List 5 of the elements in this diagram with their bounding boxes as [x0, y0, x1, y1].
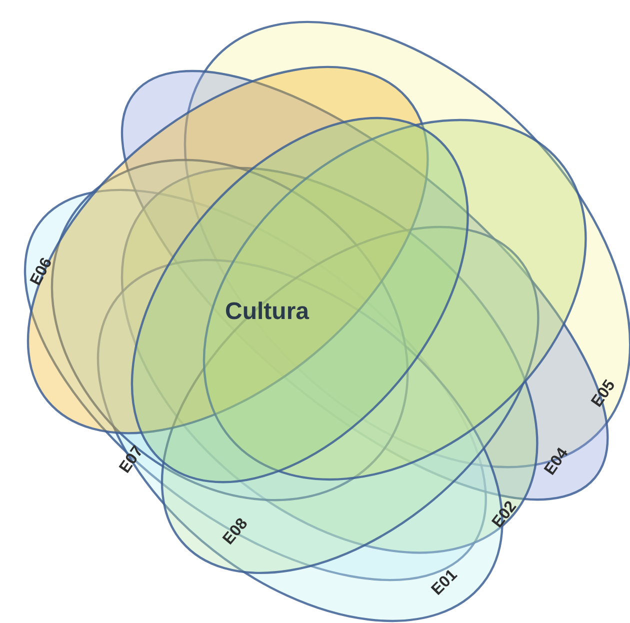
set-label: E08 [220, 516, 252, 548]
diagram-label: Cultura [225, 300, 309, 324]
set-label: E02 [490, 498, 520, 532]
set-label: E01 [429, 567, 461, 599]
set-label: E06 [28, 256, 56, 288]
